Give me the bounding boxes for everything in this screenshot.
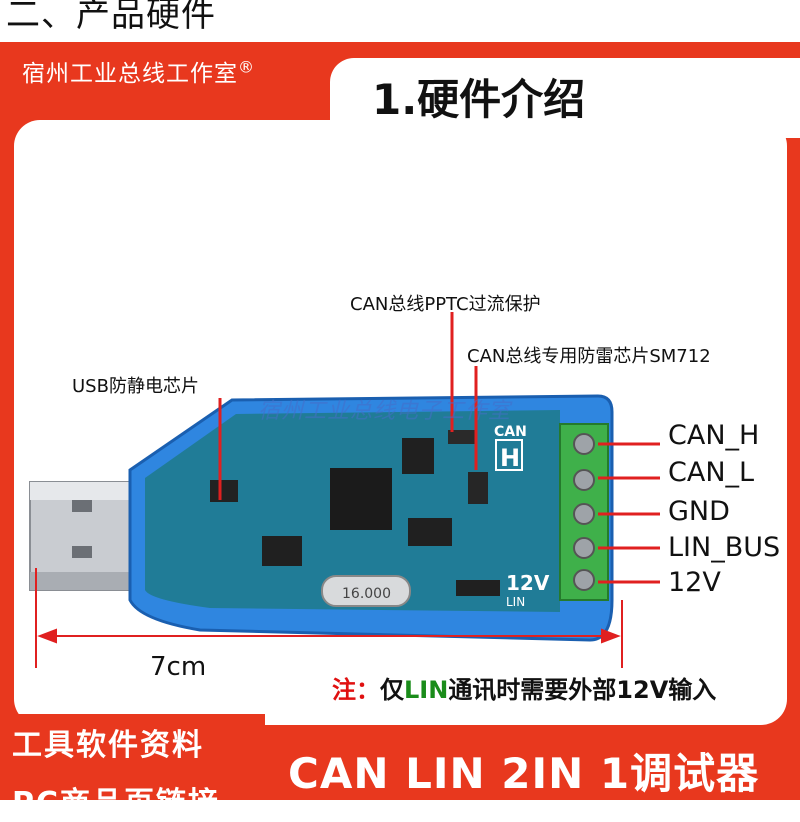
page-title: 1.硬件介绍 [372, 75, 586, 124]
bottom-right-banner [265, 736, 800, 800]
registered-mark: ® [238, 57, 255, 77]
callout-arrows [218, 312, 478, 500]
transceiver-chip [402, 438, 434, 474]
bottom-software-link[interactable]: 工具软件资料 [12, 728, 204, 763]
pin-arrows [598, 442, 660, 584]
board-lin-label: LIN [506, 595, 525, 609]
watermark: 宿州工业总线电子工作室 [258, 399, 512, 424]
usb-protect-chip [210, 480, 238, 502]
pin-lin-bus: LIN_BUS [668, 532, 781, 563]
terminal-screws [573, 433, 595, 591]
callout-pptc: CAN总线PPTC过流保护 [350, 294, 541, 315]
product-illustration: 16.000 CAN H 12V LIN [29, 312, 660, 668]
bottom-left-banner [0, 714, 265, 800]
section-title: 二、产品硬件 [6, 0, 216, 35]
callout-tvs: CAN总线专用防雷芯片SM712 [467, 346, 711, 367]
callout-usb-protect: USB防静电芯片 [72, 376, 199, 397]
pin-12v: 12V [668, 567, 721, 598]
note-text: 注：仅LIN通讯时需要外部12V输入 [332, 676, 717, 704]
bottom-pc-link[interactable]: PC商品页链接 [12, 786, 221, 821]
usb-plug [29, 481, 143, 591]
pin-can-h: CAN_H [668, 420, 760, 451]
pin-gnd: GND [668, 496, 730, 527]
board-12v-label: 12V [506, 571, 550, 595]
board-h-label: H [500, 444, 520, 472]
tvs-chip [468, 472, 488, 504]
mcu-chip [330, 468, 392, 530]
product-name: CAN LIN 2IN 1调试器 [288, 749, 760, 798]
brand-name: 宿州工业总线工作室® [22, 57, 255, 87]
chip-right [408, 518, 452, 546]
pptc-part [448, 430, 476, 444]
board-can-label: CAN [494, 424, 527, 440]
chip-small [262, 536, 302, 566]
dimension-line [35, 568, 623, 668]
crystal [321, 575, 411, 607]
pin-can-l: CAN_L [668, 457, 755, 488]
crystal-label: 16.000 [342, 586, 391, 602]
title-tab [330, 58, 800, 138]
dimension-label: 7cm [150, 652, 207, 682]
chip-bottom [456, 580, 500, 596]
